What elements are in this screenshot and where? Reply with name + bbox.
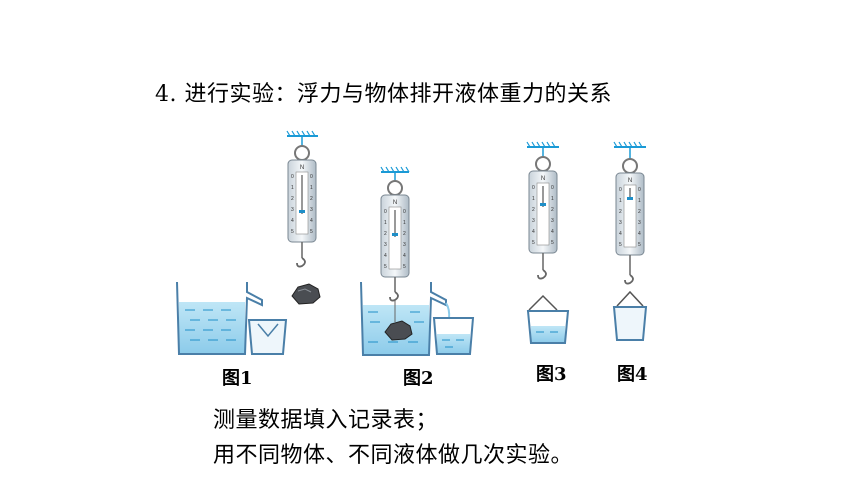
svg-text:2: 2 bbox=[619, 209, 622, 215]
svg-text:2: 2 bbox=[551, 207, 554, 213]
svg-text:4: 4 bbox=[619, 231, 622, 237]
svg-text:3: 3 bbox=[638, 220, 641, 226]
svg-text:4: 4 bbox=[638, 231, 641, 237]
spring-scale-3: N 0 0 1 1 2 2 3 3 4 4 5 5 bbox=[528, 156, 558, 280]
svg-text:2: 2 bbox=[532, 207, 535, 213]
svg-text:2: 2 bbox=[403, 231, 406, 237]
svg-text:0: 0 bbox=[532, 185, 535, 191]
svg-text:1: 1 bbox=[310, 185, 313, 191]
empty-cup-4 bbox=[612, 306, 648, 341]
svg-text:2: 2 bbox=[291, 196, 294, 202]
cup-with-water-3 bbox=[526, 310, 570, 344]
svg-text:3: 3 bbox=[384, 242, 387, 248]
figure-4-apparatus: N 0 0 1 1 2 2 3 3 4 4 5 5 bbox=[612, 141, 648, 341]
svg-text:4: 4 bbox=[384, 253, 387, 259]
svg-text:4: 4 bbox=[403, 253, 406, 259]
figure-1-label: 图1 bbox=[222, 368, 253, 389]
svg-text:3: 3 bbox=[403, 242, 406, 248]
svg-text:5: 5 bbox=[310, 229, 313, 235]
svg-text:5: 5 bbox=[551, 240, 554, 246]
svg-text:5: 5 bbox=[403, 264, 406, 270]
figure-2-apparatus: N 0 0 1 1 2 2 3 3 4 4 5 5 bbox=[360, 166, 475, 356]
svg-text:5: 5 bbox=[291, 229, 294, 235]
svg-text:1: 1 bbox=[638, 198, 641, 204]
ceiling-support-4 bbox=[613, 141, 646, 159]
svg-text:4: 4 bbox=[551, 229, 554, 235]
svg-text:3: 3 bbox=[619, 220, 622, 226]
ceiling-support-3 bbox=[526, 141, 559, 157]
catch-cup-1 bbox=[247, 319, 288, 355]
svg-text:5: 5 bbox=[532, 240, 535, 246]
svg-text:2: 2 bbox=[384, 231, 387, 237]
page-title: 4. 进行实验：浮力与物体排开液体重力的关系 bbox=[155, 82, 612, 107]
svg-text:2: 2 bbox=[310, 196, 313, 202]
svg-text:1: 1 bbox=[291, 185, 294, 191]
svg-text:2: 2 bbox=[638, 209, 641, 215]
spring-scale-2: N 0 0 1 1 2 2 3 3 4 4 5 5 bbox=[380, 180, 410, 302]
ceiling-support-2 bbox=[380, 166, 410, 181]
overflow-beaker-2 bbox=[360, 281, 447, 356]
svg-text:5: 5 bbox=[638, 242, 641, 248]
svg-text:0: 0 bbox=[551, 185, 554, 191]
svg-text:1: 1 bbox=[384, 220, 387, 226]
rock-1 bbox=[291, 283, 321, 305]
svg-text:5: 5 bbox=[384, 264, 387, 270]
scale-unit-2: N bbox=[393, 200, 397, 206]
svg-text:4: 4 bbox=[532, 229, 535, 235]
spring-scale-1: N 0 0 1 1 2 2 3 3 4 4 5 5 bbox=[287, 145, 317, 268]
figure-3-label: 图3 bbox=[536, 364, 567, 385]
scale-unit-3: N bbox=[541, 176, 545, 182]
svg-text:0: 0 bbox=[291, 174, 294, 180]
svg-text:0: 0 bbox=[384, 209, 387, 215]
figure-1-apparatus: N 0 0 1 1 2 2 3 3 4 4 5 5 bbox=[176, 130, 321, 355]
svg-text:0: 0 bbox=[310, 174, 313, 180]
svg-text:0: 0 bbox=[619, 187, 622, 193]
svg-text:1: 1 bbox=[532, 196, 535, 202]
ceiling-support-1 bbox=[286, 130, 318, 146]
svg-text:1: 1 bbox=[551, 196, 554, 202]
figure-4-label: 图4 bbox=[617, 364, 648, 385]
figure-3-apparatus: N 0 0 1 1 2 2 3 3 4 4 5 5 bbox=[526, 141, 570, 344]
instruction-line-2: 用不同物体、不同液体做几次实验。 bbox=[213, 443, 574, 468]
figure-2-label: 图2 bbox=[403, 368, 434, 389]
overflow-beaker-1 bbox=[176, 281, 263, 355]
spring-scale-4: N 0 0 1 1 2 2 3 3 4 4 5 5 bbox=[615, 158, 645, 285]
svg-text:1: 1 bbox=[403, 220, 406, 226]
svg-text:1: 1 bbox=[619, 198, 622, 204]
svg-text:0: 0 bbox=[403, 209, 406, 215]
scale-unit-4: N bbox=[628, 178, 632, 184]
scale-unit-1: N bbox=[300, 165, 304, 171]
svg-text:0: 0 bbox=[638, 187, 641, 193]
svg-text:3: 3 bbox=[551, 218, 554, 224]
svg-text:3: 3 bbox=[291, 207, 294, 213]
svg-text:4: 4 bbox=[310, 218, 313, 224]
svg-text:4: 4 bbox=[291, 218, 294, 224]
instruction-line-1: 测量数据填入记录表； bbox=[213, 408, 439, 433]
svg-text:5: 5 bbox=[619, 242, 622, 248]
svg-text:3: 3 bbox=[310, 207, 313, 213]
svg-text:3: 3 bbox=[532, 218, 535, 224]
catch-cup-2 bbox=[432, 317, 475, 355]
rock-2 bbox=[384, 320, 413, 341]
